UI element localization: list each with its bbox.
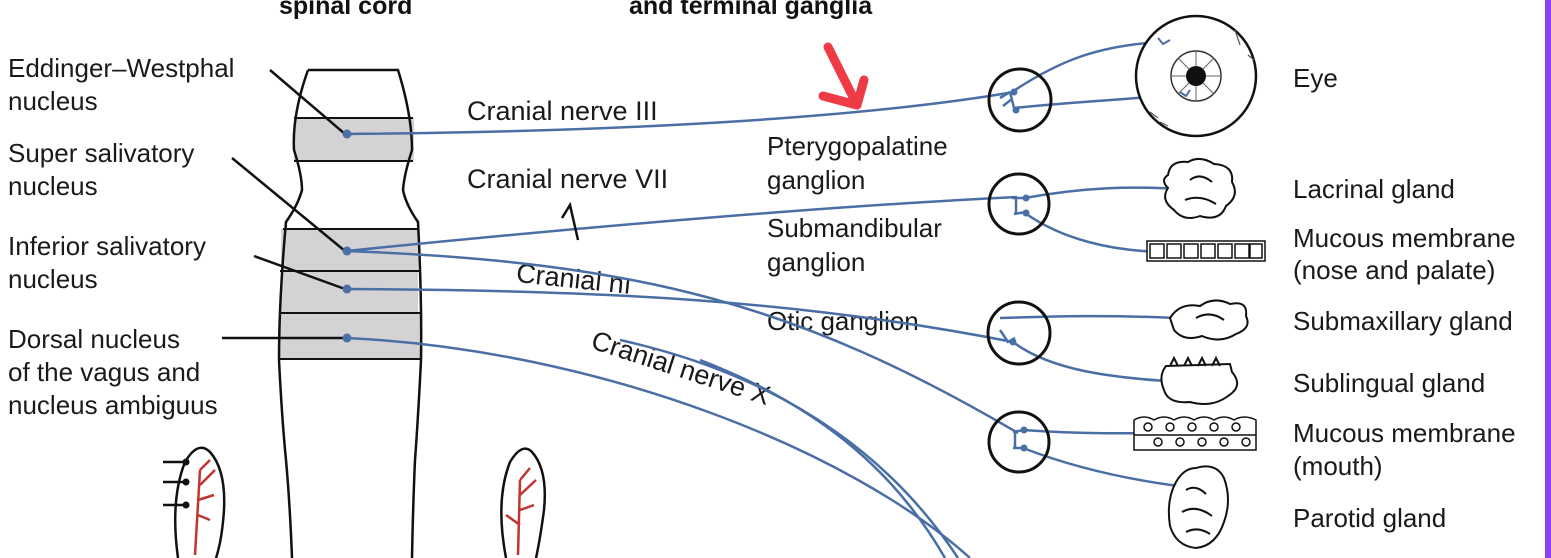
nucleus-dot-ix [342,284,352,294]
submand-synapse [1012,428,1025,450]
fiber-mucous-mouth [1022,428,1191,435]
parotid-gland-icon [1167,465,1229,550]
header-terminal-ganglia: and terminal ganglia [629,0,873,20]
label-cranial-nerve-ix: Cranial nı [514,258,633,300]
fiber-eye-lower [1013,92,1187,110]
mucous-nose-icon [1146,240,1266,262]
label-dorsal-vagus-line3: nucleus ambiguus [8,390,218,420]
ganglion-dot-2 [1012,106,1020,114]
label-parotid-gland: Parotid gland [1293,503,1447,533]
nucleus-dot-x [342,333,352,343]
pterygopalatine-ganglion [987,172,1051,236]
ganglion-dot-3 [1022,194,1030,202]
otic-ganglion [986,300,1052,366]
nucleus-dot-iii [342,129,352,139]
nucleus-dot-vii [342,246,352,256]
band-edinger-westphal [294,118,414,161]
fiber-mucous-nose [1024,211,1171,254]
leader-edinger-westphal [269,69,346,135]
label-superior-salivatory-line2: nucleus [8,171,98,201]
fiber-cn-vii-submandibular [346,249,1019,435]
label-submaxillary-gland: Submaxillary gland [1293,306,1513,336]
label-cranial-nerve-iii: Cranial nerve III [467,96,658,126]
otic-synapse [998,329,1016,344]
fiber-parotid [1022,446,1197,490]
band-vagus [279,313,421,359]
leader-superior-salivatory [231,157,346,252]
ganglion-dot-4 [1022,209,1030,217]
label-dorsal-vagus-line2: of the vagus and [8,357,201,387]
submaxillary-gland-icon [1168,299,1249,341]
label-edinger-westphal-line2: nucleus [8,86,98,116]
mucous-mouth-icon [1133,416,1257,451]
fiber-cn-iii [346,90,1015,136]
eye-icon [1134,14,1258,138]
label-eye: Eye [1293,63,1338,93]
header-spinal-cord: spinal cord [279,0,413,20]
label-submandibular-line2: ganglion [767,247,866,277]
label-pterygopalatine-line2: ganglion [767,165,866,195]
label-otic-ganglion: Otic ganglion [767,306,919,336]
lacrimal-gland-icon [1163,158,1236,219]
band-salivatory [281,229,418,313]
right-organ-sketch [500,447,546,558]
sublingual-gland-icon [1160,355,1239,405]
submandibular-ganglion [987,410,1051,474]
label-superior-salivatory-line1: Super salivatory [8,138,195,168]
ganglion-dot-6 [1020,426,1028,434]
label-dorsal-vagus-line1: Dorsal nucleus [8,324,180,354]
label-mucous-mouth-line1: Mucous membrane [1293,418,1516,448]
fiber-submaxillary [999,314,1176,320]
label-mucous-mouth-line2: (mouth) [1293,451,1383,481]
label-cranial-nerve-x: Cranial nerve X [587,325,774,412]
label-inferior-salivatory-line2: nucleus [8,264,98,294]
label-mucous-nose-line1: Mucous membrane [1293,223,1516,253]
ciliary-synapse [999,90,1016,109]
label-inferior-salivatory-line1: Inferior salivatory [8,231,206,261]
label-mucous-nose-line2: (nose and palate) [1293,255,1496,285]
cn-vii-bracket [560,201,580,241]
frame-edge [1545,0,1551,558]
label-edinger-westphal-line1: Eddinger–Westphal [8,53,235,83]
ganglion-dot-1 [1010,88,1018,96]
spinal-cord-outline [277,68,423,558]
left-organ-sketch [163,446,226,558]
ganglion-dot-5 [1009,338,1017,346]
ciliary-ganglion [987,67,1053,133]
label-submandibular-line1: Submandibular [767,213,942,243]
fiber-lacrimal [1024,186,1193,200]
ganglion-dot-7 [1020,444,1028,452]
red-arrow-icon [818,42,869,110]
label-sublingual-gland: Sublingual gland [1293,368,1486,398]
label-cranial-nerve-vii: Cranial nerve VII [467,164,669,194]
label-lacrimal-gland: Lacrinal gland [1293,174,1455,204]
fiber-sublingual [1012,341,1183,384]
fiber-eye-upper [1011,40,1164,94]
pterygo-synapse [1012,196,1027,216]
label-pterygopalatine-line1: Pterygopalatine [767,131,948,161]
leader-inferior-salivatory [253,254,346,291]
